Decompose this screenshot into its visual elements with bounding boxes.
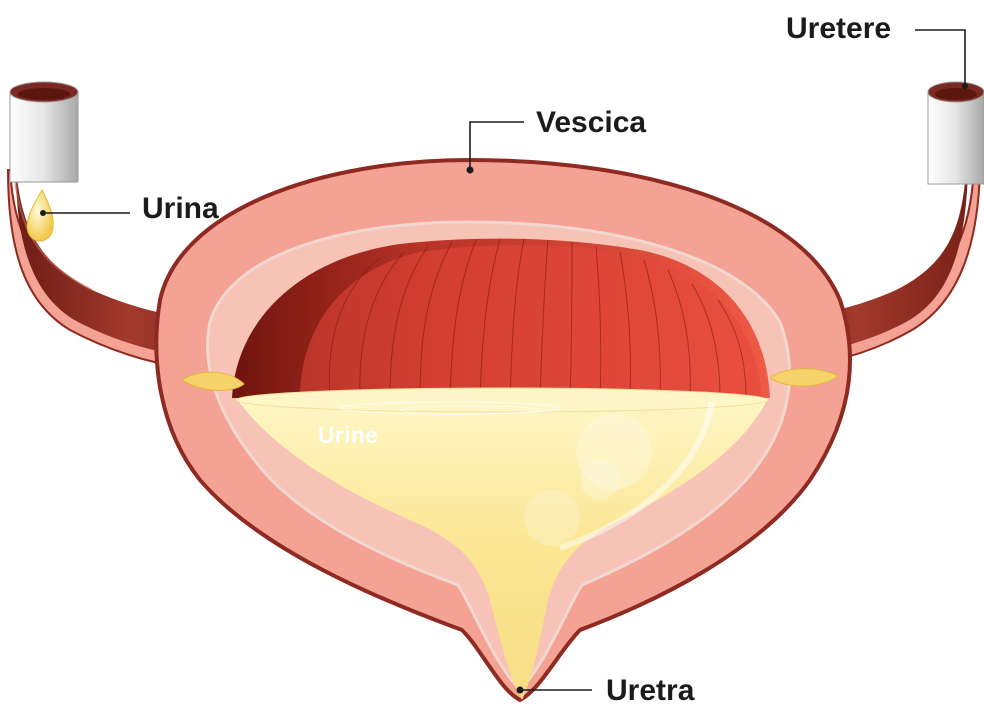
label-vescica: Vescica (536, 108, 646, 138)
label-uretra: Uretra (606, 676, 694, 706)
urine-drop (27, 190, 53, 241)
label-urina: Urina (142, 194, 219, 224)
label-uretere: Uretere (786, 14, 891, 44)
pointer-uretere (915, 30, 965, 86)
label-urine-inner: Urine (318, 424, 378, 447)
